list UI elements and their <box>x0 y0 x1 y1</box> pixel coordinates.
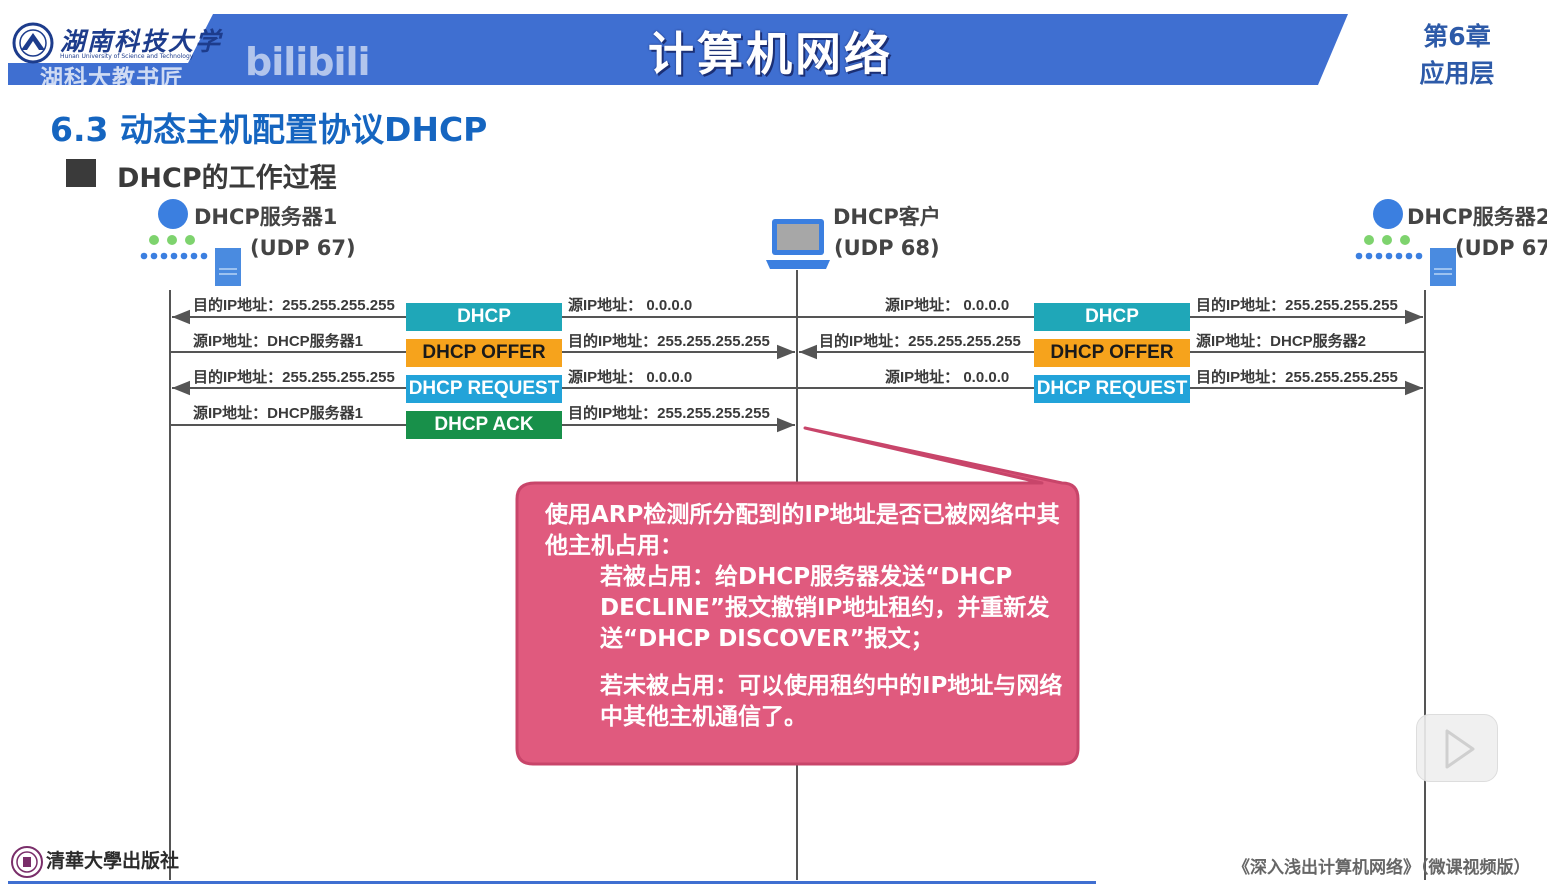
addr-request-s1-left: 目的IP地址：255.255.255.255 <box>193 369 395 386</box>
footer-underline <box>8 881 1096 884</box>
server2-port: (UDP 67) <box>1455 236 1547 260</box>
server2-icon <box>1355 199 1456 286</box>
university-sub: Hunan University of Science and Technolo… <box>60 53 194 60</box>
callout-intro: 使用ARP检测所分配到的IP地址是否已被网络中其他主机占用： <box>545 502 1060 559</box>
addr-discover-s2-right: 目的IP地址：255.255.255.255 <box>1196 297 1398 314</box>
main-title: 计算机网络 <box>648 27 893 81</box>
client-port: (UDP 68) <box>834 236 940 260</box>
msg-box-request-s2: DHCP REQUEST <box>1034 375 1190 403</box>
msg-box-offer-s1: DHCP OFFER <box>406 339 562 367</box>
book-title: 《深入浅出计算机网络》（微课视频版） <box>1233 858 1531 878</box>
addr-offer-s1-right: 目的IP地址：255.255.255.255 <box>568 333 770 350</box>
chapter-name: 应用层 <box>1419 59 1495 88</box>
addr-request-s1-right: 源IP地址： 0.0.0.0 <box>568 369 693 386</box>
channel-watermark: 湖科大教书匠 <box>40 66 184 92</box>
publisher-seal-icon <box>11 846 43 878</box>
addr-offer-s2-left: 目的IP地址：255.255.255.255 <box>819 333 1021 350</box>
addr-discover-s2-left: 源IP地址： 0.0.0.0 <box>885 297 1010 314</box>
bilibili-watermark: bilibili <box>245 40 371 84</box>
server2-name: DHCP服务器2 <box>1407 205 1547 229</box>
callout-text: 使用ARP检测所分配到的IP地址是否已被网络中其他主机占用： 若被占用：给DHC… <box>545 500 1065 733</box>
subsection-bullet <box>66 159 96 187</box>
addr-request-s2-right: 目的IP地址：255.255.255.255 <box>1196 369 1398 386</box>
university-seal-icon <box>12 22 54 64</box>
callout-bubble <box>515 426 1080 766</box>
server1-icon <box>140 199 241 286</box>
play-icon <box>1445 729 1475 769</box>
msg-box-ack-s1: DHCP ACK <box>406 411 562 439</box>
addr-offer-s2-right: 源IP地址：DHCP服务器2 <box>1196 333 1367 350</box>
addr-request-s2-left: 源IP地址： 0.0.0.0 <box>885 369 1010 386</box>
msg-box-request-s1: DHCP REQUEST <box>406 375 562 403</box>
play-button[interactable] <box>1416 714 1498 782</box>
addr-ack-s1-left: 源IP地址：DHCP服务器1 <box>193 405 364 422</box>
msg-box-offer-s2: DHCP OFFER <box>1034 339 1190 367</box>
addr-offer-s1-left: 源IP地址：DHCP服务器1 <box>193 333 364 350</box>
callout-if-used: 若被占用：给DHCP服务器发送“DHCP DECLINE”报文撤销IP地址租约，… <box>600 564 1050 652</box>
publisher-name: 清華大學出版社 <box>46 850 180 872</box>
addr-discover-s1-left: 目的IP地址：255.255.255.255 <box>193 297 395 314</box>
section-title: 6.3 动态主机配置协议DHCP <box>50 110 488 149</box>
client-laptop-icon <box>766 219 830 269</box>
university-name: 湖南科技大学 <box>60 27 223 56</box>
addr-discover-s1-right: 源IP地址： 0.0.0.0 <box>568 297 693 314</box>
msg-box-discover-s2: DHCP DISCOVER <box>1034 303 1190 355</box>
callout-if-unused: 若未被占用：可以使用租约中的IP地址与网络中其他主机通信了。 <box>600 673 1063 730</box>
header-bar <box>8 14 1348 85</box>
server1-name: DHCP服务器1 <box>194 205 338 229</box>
addr-ack-s1-right: 目的IP地址：255.255.255.255 <box>568 405 770 422</box>
subsection-title: DHCP的工作过程 <box>117 163 337 194</box>
msg-box-discover-s1: DHCP DISCOVER <box>406 303 562 355</box>
chapter-number: 第6章 <box>1423 22 1491 51</box>
client-name: DHCP客户 <box>833 205 941 229</box>
server1-port: (UDP 67) <box>250 236 356 260</box>
